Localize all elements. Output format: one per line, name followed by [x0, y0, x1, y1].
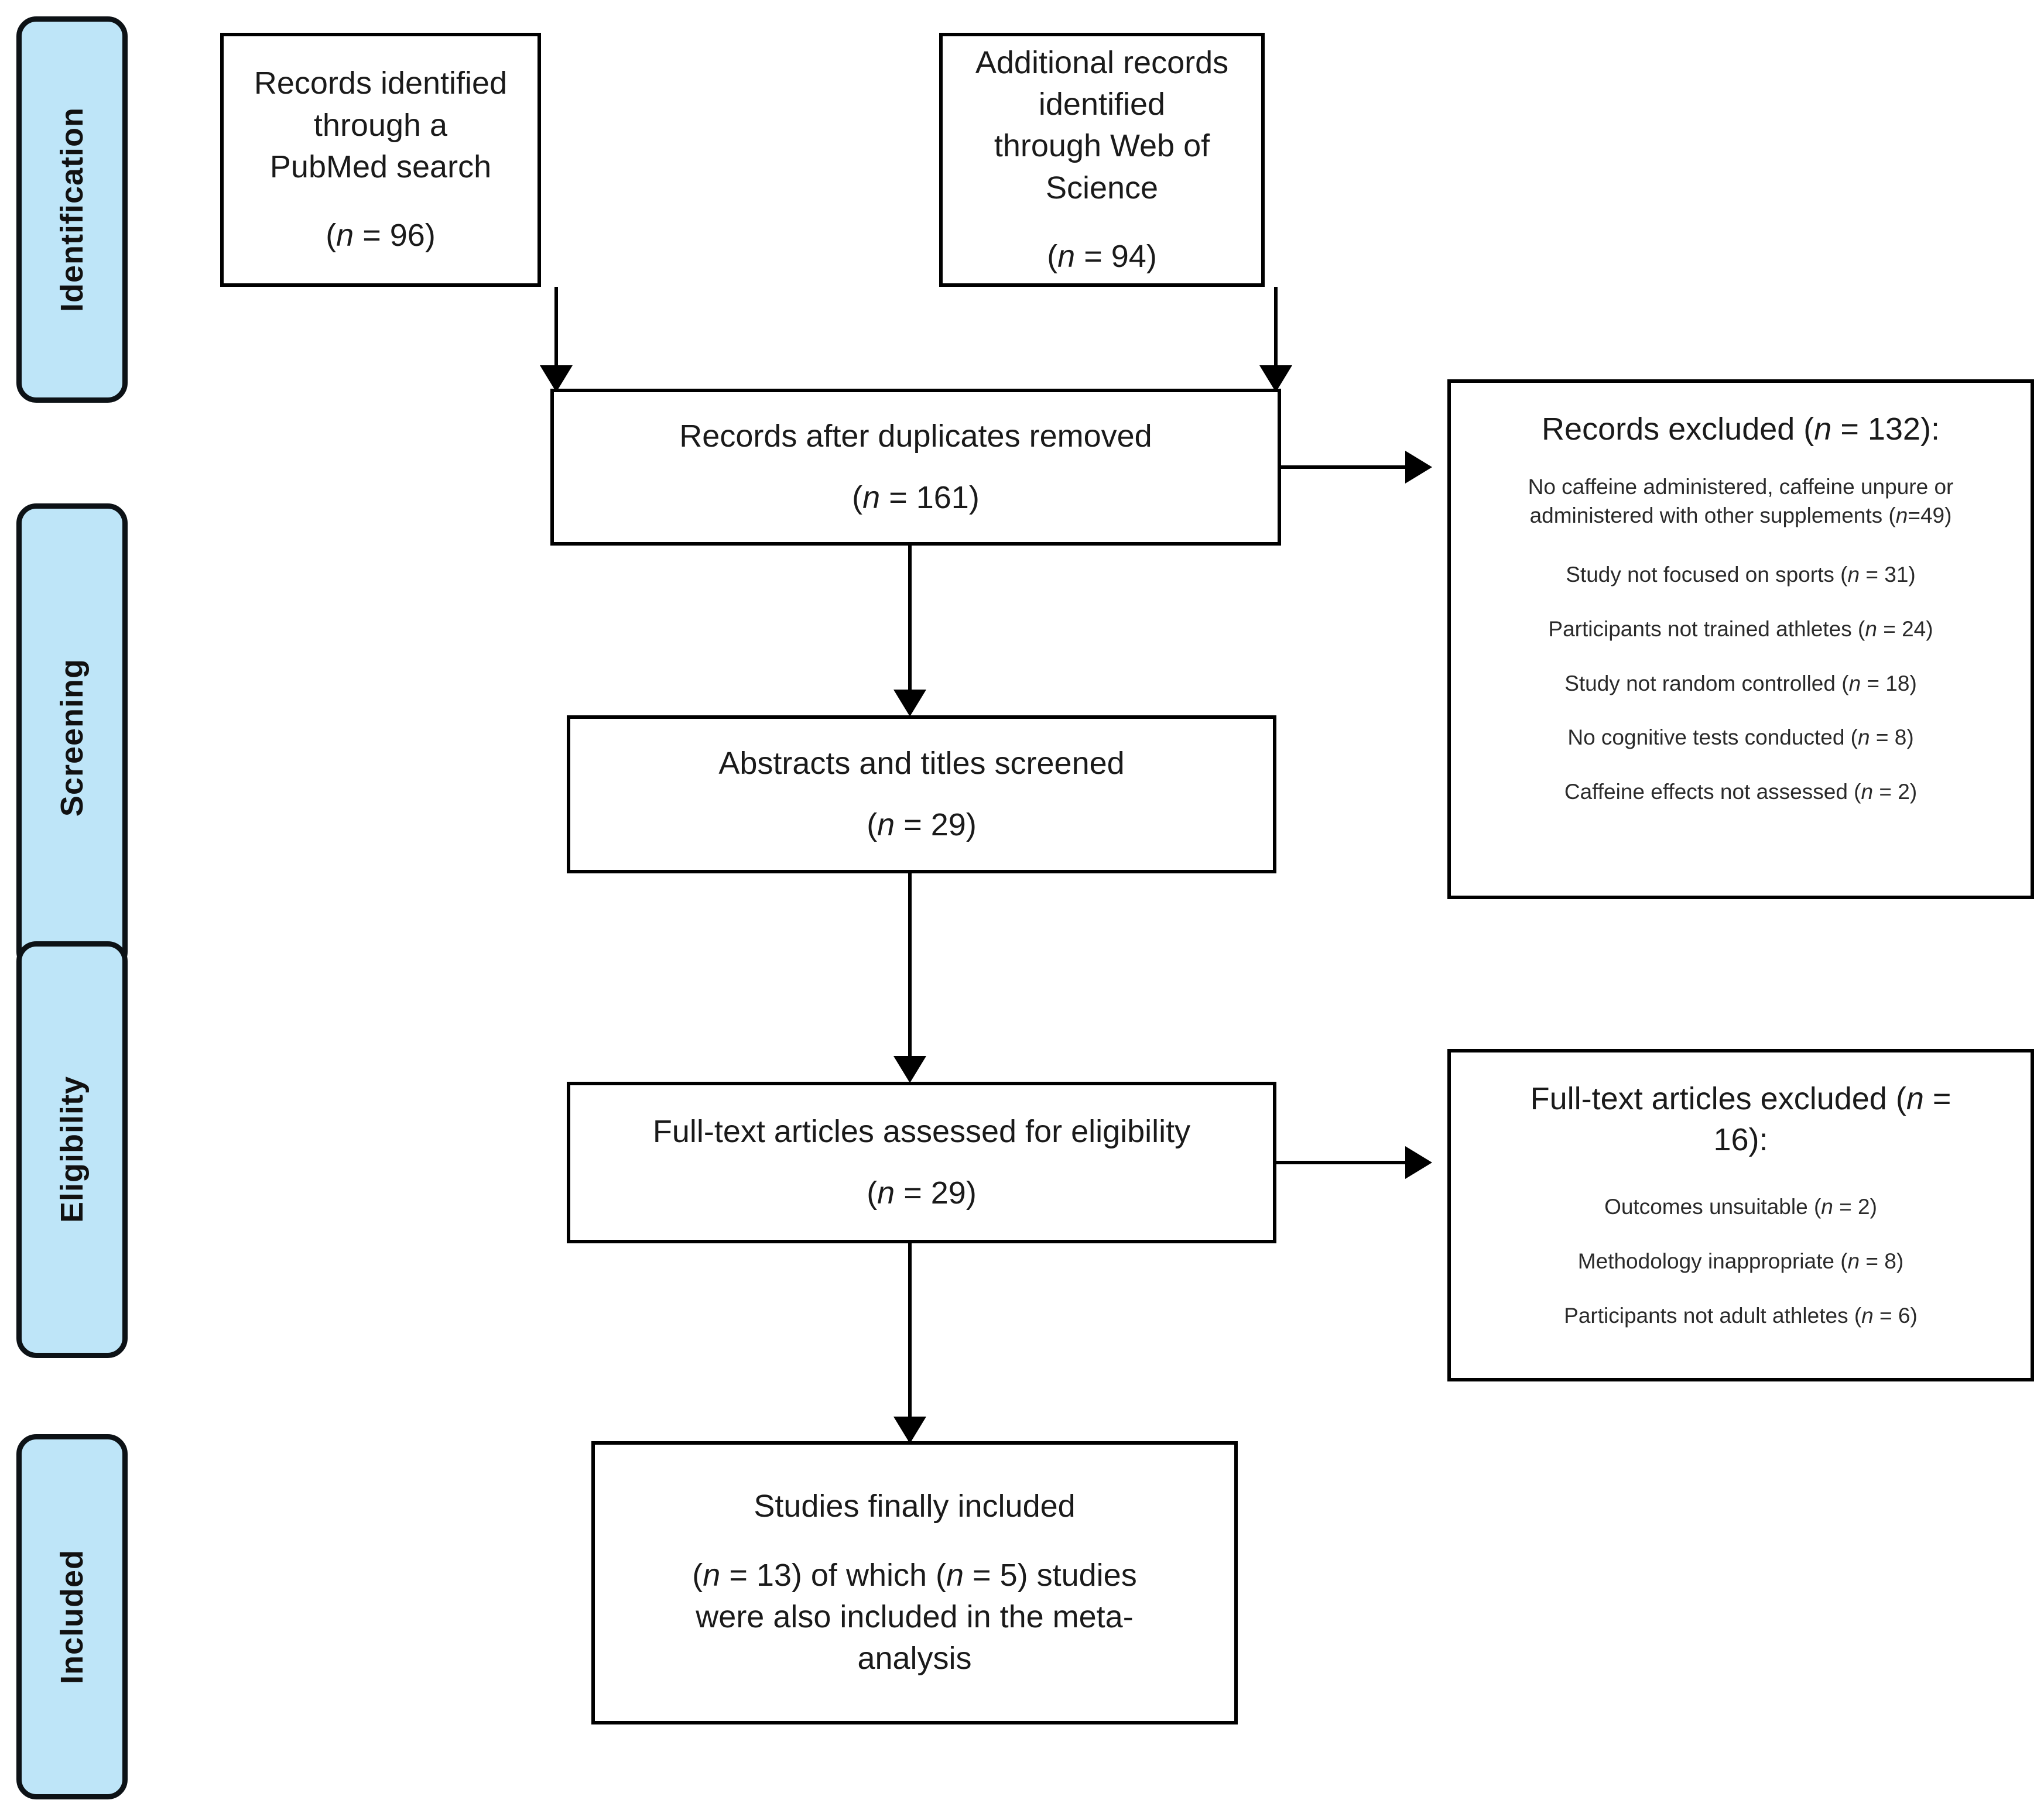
- box-records-excluded-reason-3: Study not random controlled (n = 18): [1564, 671, 1917, 695]
- box-abstracts-titles-screened-count: (n = 29): [867, 807, 977, 842]
- connector-screened-to-fulltext: [908, 873, 912, 1079]
- arrow-fulltext-to-fulltext-excluded: [1405, 1146, 1432, 1179]
- stage-label-identification: Identification: [16, 16, 128, 403]
- arrow-duplicates-to-records-excluded: [1405, 451, 1432, 484]
- box-records-excluded: Records excluded (n = 132): No caffeine …: [1447, 379, 2034, 899]
- box-fulltext-excluded: Full-text articles excluded (n = 16): Ou…: [1447, 1049, 2034, 1381]
- connector-fulltext-to-fulltext-excluded: [1276, 1161, 1427, 1164]
- connector-fulltext-to-included: [908, 1243, 912, 1442]
- box-records-after-duplicates-title: Records after duplicates removed: [679, 418, 1152, 454]
- arrow-screened-to-fulltext: [893, 1056, 926, 1083]
- box-records-excluded-heading: Records excluded (n = 132):: [1542, 412, 1940, 447]
- box-records-excluded-reason-5: Caffeine effects not assessed (n = 2): [1564, 780, 1918, 804]
- connector-duplicates-to-records-excluded: [1281, 465, 1427, 469]
- box-records-excluded-reason-2: Participants not trained athletes (n = 2…: [1548, 616, 1933, 641]
- arrow-wos-to-duplicates: [1259, 365, 1292, 392]
- connector-duplicates-to-screened: [908, 546, 912, 713]
- arrow-duplicates-to-screened: [893, 690, 926, 716]
- box-records-pubmed: Records identified through a PubMed sear…: [220, 33, 541, 287]
- arrow-pubmed-to-duplicates: [540, 365, 573, 392]
- stage-label-screening: Screening: [16, 503, 128, 972]
- box-abstracts-titles-screened: Abstracts and titles screened (n = 29): [567, 715, 1276, 873]
- box-fulltext-excluded-reason-0: Outcomes unsuitable (n = 2): [1604, 1195, 1877, 1219]
- box-records-excluded-reason-0: No caffeine administered, caffeine unpur…: [1528, 475, 1954, 528]
- box-records-excluded-reason-1: Study not focused on sports (n = 31): [1566, 562, 1916, 587]
- box-studies-finally-included-detail-line3: analysis: [857, 1641, 972, 1676]
- stage-label-eligibility: Eligibility: [16, 941, 128, 1358]
- box-fulltext-assessed-title: Full-text articles assessed for eligibil…: [652, 1113, 1191, 1149]
- connector-wos-to-duplicates: [1274, 287, 1278, 390]
- box-records-pubmed-title: Records identified through a: [254, 66, 508, 143]
- box-studies-finally-included-detail-line1: (n = 13) of which (n = 5) studies: [692, 1557, 1137, 1593]
- box-records-after-duplicates: Records after duplicates removed (n = 16…: [550, 389, 1281, 546]
- box-abstracts-titles-screened-title: Abstracts and titles screened: [718, 745, 1125, 781]
- box-records-wos-title: Additional records identified: [975, 44, 1229, 122]
- stage-label-screening-text: Screening: [54, 658, 90, 817]
- stage-label-eligibility-text: Eligibility: [54, 1076, 90, 1223]
- stage-label-identification-text: Identification: [54, 107, 90, 312]
- box-records-wos: Additional records identified through We…: [939, 33, 1265, 287]
- box-records-pubmed-title2: PubMed search: [269, 149, 492, 184]
- stage-label-included: Included: [16, 1434, 128, 1799]
- box-fulltext-assessed: Full-text articles assessed for eligibil…: [567, 1082, 1276, 1243]
- box-fulltext-excluded-reason-1: Methodology inappropriate (n = 8): [1577, 1249, 1904, 1274]
- box-records-wos-title2: through Web of Science: [994, 128, 1210, 205]
- box-records-pubmed-count: (n = 96): [326, 218, 436, 253]
- arrow-fulltext-to-included: [893, 1417, 926, 1444]
- box-studies-finally-included-detail-line2: were also included in the meta-: [696, 1599, 1134, 1634]
- box-fulltext-excluded-heading-line2: 16):: [1713, 1122, 1768, 1158]
- stage-label-included-text: Included: [54, 1549, 90, 1684]
- box-fulltext-excluded-heading-line1: Full-text articles excluded (n =: [1530, 1081, 1951, 1116]
- box-records-excluded-reason-4: No cognitive tests conducted (n = 8): [1567, 725, 1914, 750]
- box-studies-finally-included: Studies finally included (n = 13) of whi…: [591, 1441, 1238, 1724]
- box-records-after-duplicates-count: (n = 161): [852, 480, 980, 515]
- box-studies-finally-included-title: Studies finally included: [754, 1489, 1076, 1524]
- connector-pubmed-to-duplicates: [554, 287, 558, 390]
- box-fulltext-excluded-reason-2: Participants not adult athletes (n = 6): [1564, 1304, 1918, 1328]
- box-fulltext-assessed-count: (n = 29): [867, 1175, 977, 1211]
- box-records-wos-count: (n = 94): [1047, 238, 1157, 274]
